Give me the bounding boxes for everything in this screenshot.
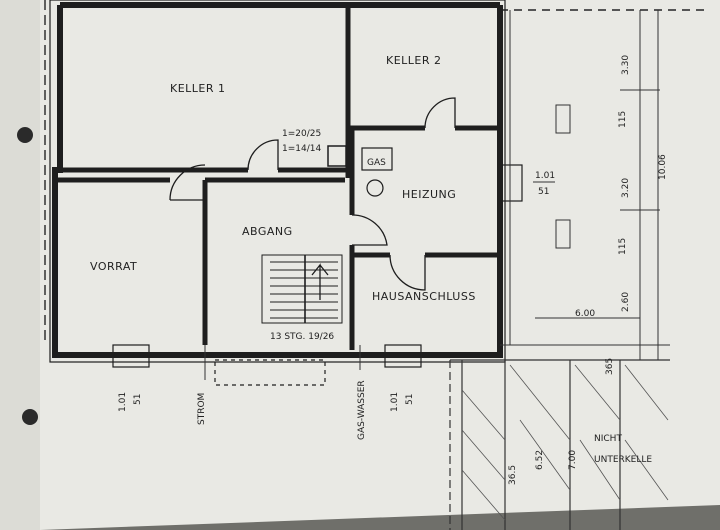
hatching (461, 364, 669, 521)
interior-walls (58, 5, 498, 350)
win-heiz-top: 1.01 (535, 171, 555, 181)
win-left-top: 1.01 (118, 392, 128, 412)
window-ratio-1: 1=20/25 (282, 129, 321, 139)
heater-circle (366, 179, 384, 197)
dim-260: 2.60 (621, 292, 631, 312)
win-left-bot: 51 (133, 394, 143, 405)
win-right-top: 1.01 (390, 392, 400, 412)
win-right-bot: 51 (405, 394, 415, 405)
binder-hole-bottom (22, 409, 38, 425)
window-ratio-2: 1=14/14 (282, 144, 321, 154)
label-nicht: NICHT (594, 434, 622, 444)
gas-meter-box (361, 147, 393, 171)
binder-hole-top (17, 127, 33, 143)
dim-365-bottom: 36.5 (508, 465, 518, 485)
room-label-keller2: KELLER 2 (386, 54, 442, 67)
strom-label: STROM (197, 393, 207, 425)
win-heiz-bot: 51 (538, 187, 549, 197)
gas-wasser-label: GAS-WASSER (357, 380, 367, 440)
room-label-hausanschluss: HAUSANSCHLUSS (372, 290, 476, 303)
dim-1006: 10.06 (658, 154, 668, 180)
stairs-label: 13 STG. 19/26 (270, 332, 334, 342)
outer-walls (52, 2, 503, 358)
meter-small-box (327, 145, 347, 167)
paper-shade (0, 0, 40, 530)
label-gas: GAS (367, 158, 386, 168)
dim-652: 6.52 (535, 450, 545, 470)
door-swings (169, 97, 456, 291)
dim-115-mid: 115 (618, 238, 628, 255)
room-label-keller1: KELLER 1 (170, 82, 226, 95)
dim-115-top: 115 (618, 111, 628, 128)
dim-330: 3.30 (621, 55, 631, 75)
dim-600: 6.00 (575, 309, 595, 319)
light-wells (112, 164, 523, 386)
foundation-lines (449, 359, 670, 530)
staircase (261, 254, 343, 324)
label-unterkeller: UNTERKELLE (594, 455, 652, 465)
right-plan-lines (500, 10, 670, 360)
dim-700: 7.00 (568, 450, 578, 470)
room-label-heizung: HEIZUNG (402, 188, 456, 201)
dim-365: 365 (605, 358, 615, 375)
outer-wall-inner-line (49, 0, 506, 363)
room-label-vorrat: VORRAT (90, 260, 137, 273)
dim-320: 3.20 (621, 178, 631, 198)
room-label-abgang: ABGANG (242, 225, 293, 238)
